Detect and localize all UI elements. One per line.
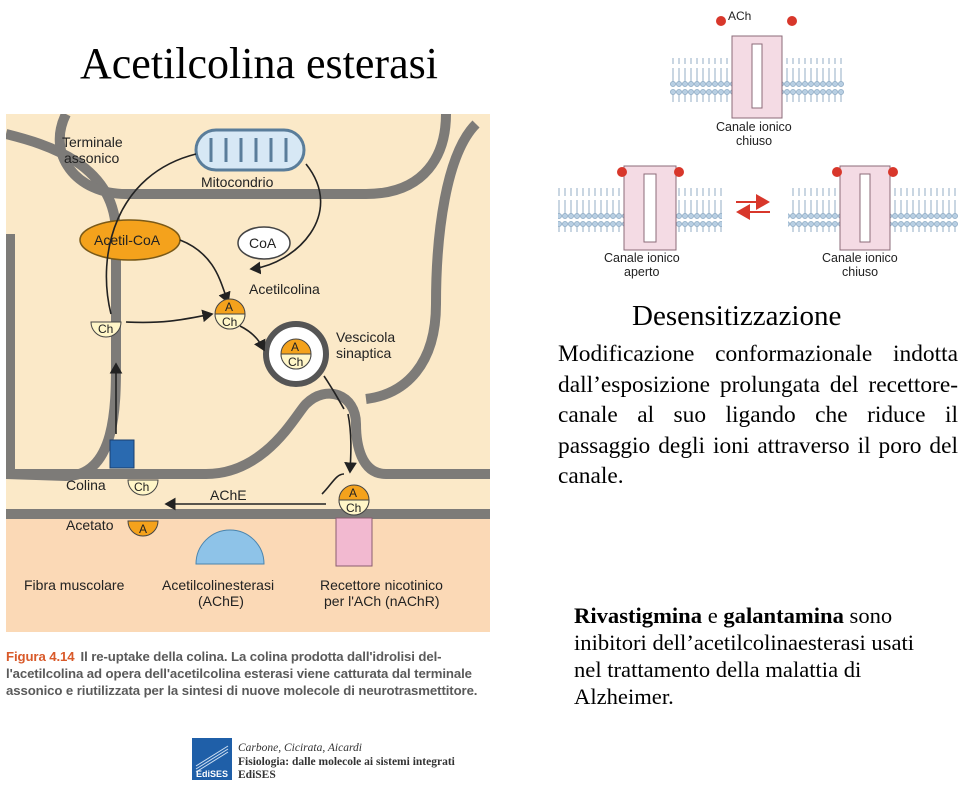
label-terminale-1: Terminale bbox=[62, 134, 123, 150]
channel-diagram: ACh Canale ionico chiuso Canale ionico a… bbox=[558, 9, 958, 279]
label-ache-arrow: AChE bbox=[210, 487, 247, 503]
drug-galantamina: galantamina bbox=[723, 603, 844, 628]
caption-label: Figura 4.14 bbox=[6, 649, 75, 664]
slide-title: Acetilcolina esterasi bbox=[80, 39, 438, 88]
edises-logo: EdiSES bbox=[192, 738, 232, 780]
top-state-1: Canale ionico bbox=[716, 120, 792, 134]
logo-text: EdiSES bbox=[196, 769, 228, 779]
label-acetato: Acetato bbox=[66, 517, 114, 533]
ach-a: A bbox=[225, 300, 233, 314]
label-colina: Colina bbox=[66, 477, 106, 493]
desensitization-title: Desensitizzazione bbox=[632, 300, 842, 332]
ach-label: ACh bbox=[728, 9, 751, 23]
left-state-1: Canale ionico bbox=[604, 251, 680, 265]
publisher-info: Carbone, Cicirata, Aicardi Fisiologia: d… bbox=[238, 742, 455, 783]
vesicle-ch: Ch bbox=[288, 355, 303, 369]
caption-text: Il re-uptake della colina. La colina pro… bbox=[6, 649, 478, 698]
drugs-text: sono inibitori dell’acetilcolinaesterasi… bbox=[574, 603, 915, 709]
label-ache-2: (AChE) bbox=[198, 593, 244, 609]
label-ache-1: Acetilcolinesterasi bbox=[162, 577, 274, 593]
label-colina-ch: Ch bbox=[134, 480, 149, 494]
label-acetato-a: A bbox=[139, 522, 147, 536]
publisher-name: EdiSES bbox=[238, 769, 276, 781]
label-coa: CoA bbox=[249, 235, 277, 251]
label-vescicola-1: Vescicola bbox=[336, 329, 395, 345]
left-state-2: aperto bbox=[624, 265, 659, 279]
receptor-a: A bbox=[349, 486, 357, 500]
desensitization-text: Modificazione conformazionale indotta da… bbox=[558, 341, 958, 490]
right-state-1: Canale ionico bbox=[822, 251, 898, 265]
drugs-paragraph: Rivastigmina e galantamina sono inibitor… bbox=[574, 602, 934, 710]
label-acetilcolina: Acetilcolina bbox=[249, 281, 320, 297]
drug-rivastigmina: Rivastigmina bbox=[574, 603, 703, 628]
top-state-2: chiuso bbox=[736, 134, 772, 148]
label-fibra: Fibra muscolare bbox=[24, 577, 125, 593]
label-mitocondrio: Mitocondrio bbox=[201, 174, 274, 190]
right-state-2: chiuso bbox=[842, 265, 878, 279]
label-acetil-coa: Acetil-CoA bbox=[94, 232, 161, 248]
publisher-authors: Carbone, Cicirata, Aicardi bbox=[238, 742, 362, 754]
receptor-ch: Ch bbox=[346, 501, 361, 515]
synapse-figure: Mitocondrio Terminale assonico Acetil-Co… bbox=[6, 114, 490, 632]
label-ch-left: Ch bbox=[98, 322, 113, 336]
label-recettore-2: per l'ACh (nAChR) bbox=[324, 593, 440, 609]
ach-ch: Ch bbox=[222, 315, 237, 329]
drug-conjunction: e bbox=[702, 603, 724, 628]
publisher-book: Fisiologia: dalle molecole ai sistemi in… bbox=[238, 755, 455, 768]
vesicle-a: A bbox=[291, 340, 299, 354]
label-terminale-2: assonico bbox=[64, 150, 119, 166]
label-vescicola-2: sinaptica bbox=[336, 345, 391, 361]
label-recettore-1: Recettore nicotinico bbox=[320, 577, 443, 593]
